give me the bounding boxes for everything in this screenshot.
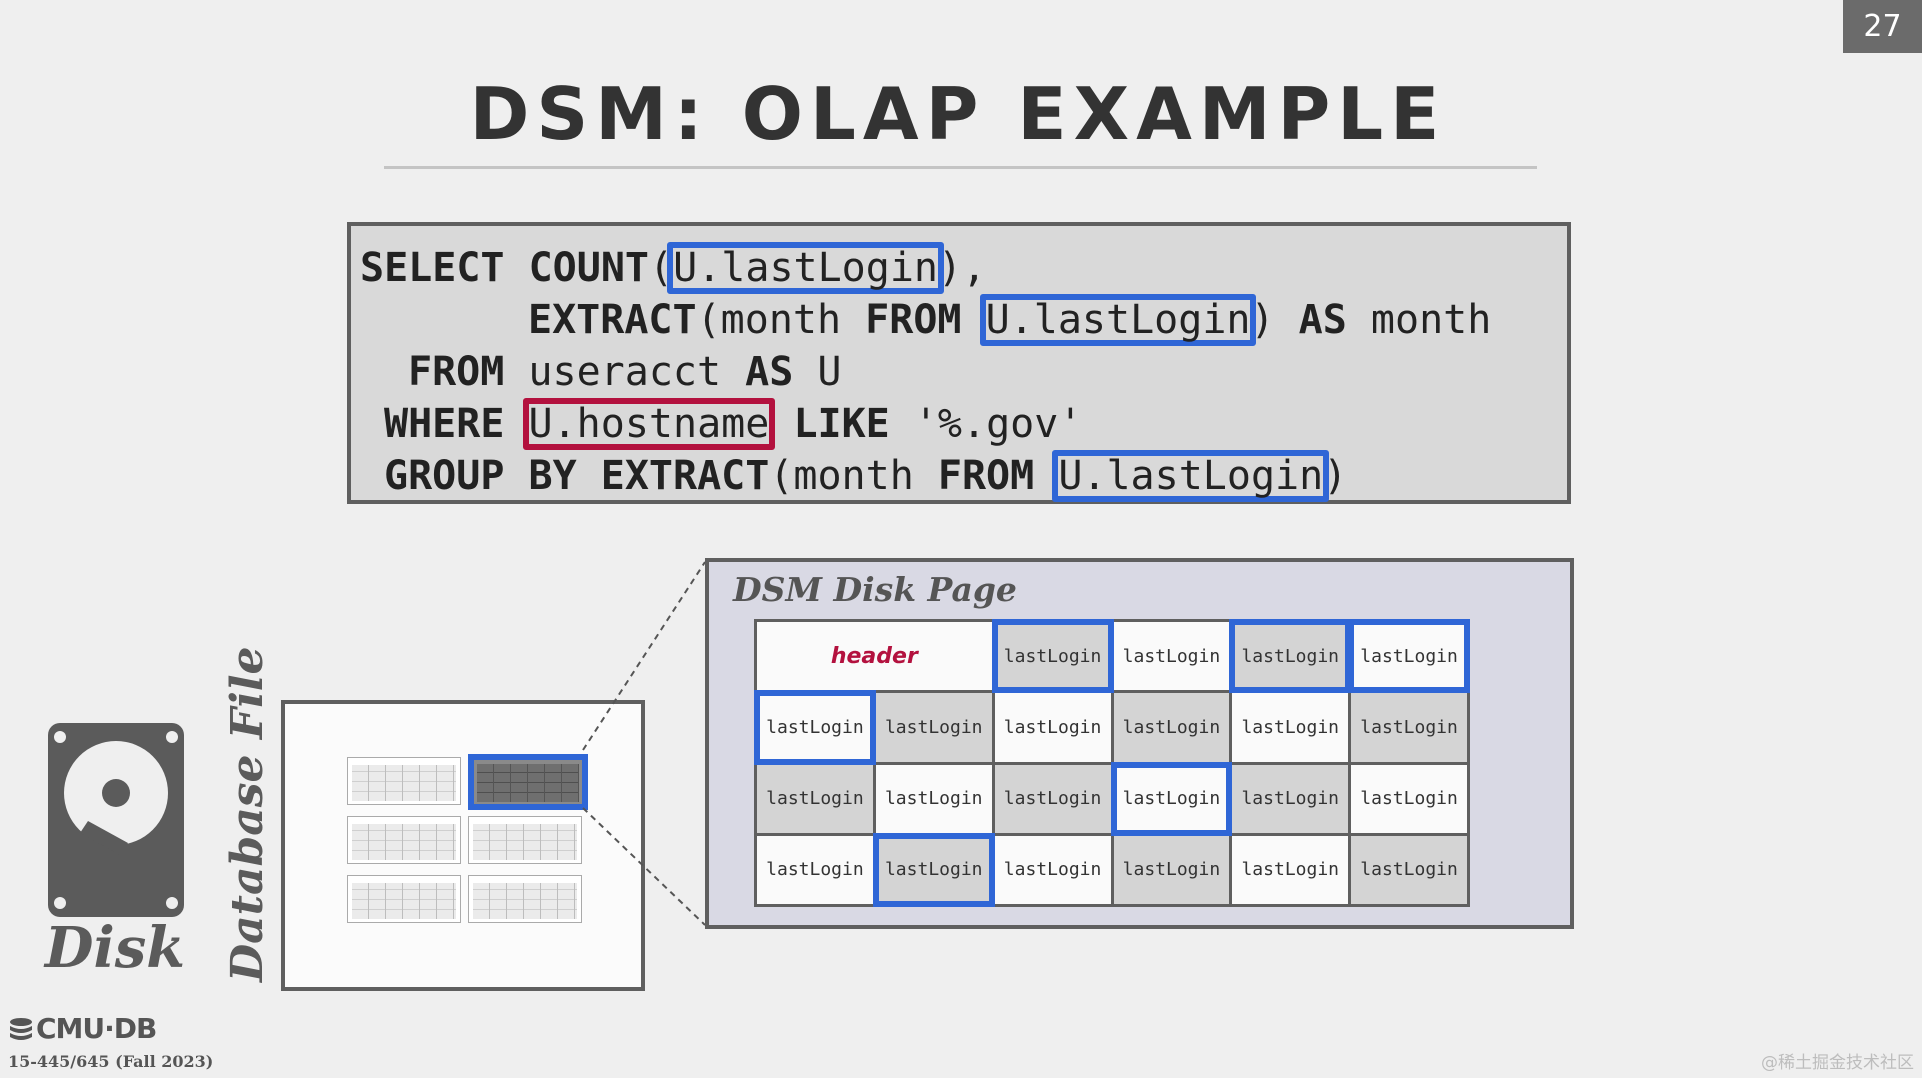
mini-page bbox=[347, 816, 461, 864]
sql-keyword: FROM bbox=[408, 349, 505, 395]
mini-page bbox=[468, 875, 582, 923]
lastlogin-column-highlight: U.lastLogin bbox=[667, 242, 945, 294]
lastlogin-cell: lastLogin bbox=[1351, 764, 1467, 833]
sql-line-3: FROM useracct AS U bbox=[408, 346, 842, 398]
lastlogin-cell: lastLogin bbox=[994, 693, 1111, 762]
lastlogin-cell: lastLogin bbox=[757, 764, 873, 833]
cmu-db-logo: CMU·DB bbox=[8, 1012, 157, 1045]
hostname-column-highlight: U.hostname bbox=[522, 398, 776, 450]
lastlogin-cell: lastLogin bbox=[1348, 618, 1470, 694]
sql-text: ) bbox=[1250, 297, 1275, 343]
sql-keyword: EXTRACT bbox=[528, 297, 697, 343]
sql-keyword: WHERE bbox=[384, 401, 505, 447]
sql-text: ), bbox=[938, 245, 987, 291]
watermark: @稀土掘金技术社区 bbox=[1761, 1053, 1914, 1073]
database-icon bbox=[10, 1018, 32, 1040]
dsm-page-title: DSM Disk Page bbox=[733, 570, 1017, 609]
sql-text: useracct bbox=[504, 349, 746, 395]
sql-keyword: AS bbox=[745, 349, 794, 395]
sql-text: '%.gov' bbox=[889, 401, 1083, 447]
page-header-cell: header bbox=[757, 622, 992, 691]
dsm-page-grid: header lastLogin lastLogin lastLogin las… bbox=[754, 618, 1470, 908]
dsm-disk-page: DSM Disk Page header lastLogin lastLogin… bbox=[705, 558, 1574, 929]
sql-keyword: GROUP BY EXTRACT bbox=[384, 453, 770, 499]
lastlogin-cell: lastLogin bbox=[1113, 693, 1230, 762]
hard-disk-icon bbox=[48, 723, 184, 917]
mini-page bbox=[347, 757, 461, 805]
lastlogin-column-highlight: U.lastLogin bbox=[979, 294, 1257, 346]
slide-number: 27 bbox=[1843, 0, 1922, 53]
sql-text: (month bbox=[696, 297, 866, 343]
sql-text: U bbox=[793, 349, 842, 395]
lastlogin-cell: lastLogin bbox=[991, 618, 1114, 694]
lastlogin-cell: lastLogin bbox=[1232, 693, 1349, 762]
slide-title: DSM: OLAP EXAMPLE bbox=[469, 72, 1447, 156]
sql-keyword: FROM bbox=[937, 453, 1035, 499]
lastlogin-cell: lastLogin bbox=[875, 693, 992, 762]
lastlogin-cell: lastLogin bbox=[1351, 835, 1467, 904]
course-label: 15-445/645 (Fall 2023) bbox=[8, 1052, 214, 1071]
sql-text: ) bbox=[1323, 453, 1348, 499]
sql-line-2: EXTRACT(month FROM U.lastLogin) AS month bbox=[528, 294, 1491, 346]
sql-keyword: LIKE bbox=[793, 401, 890, 447]
disk-label: Disk bbox=[44, 915, 186, 981]
sql-line-5: GROUP BY EXTRACT(month FROM U.lastLogin) bbox=[384, 450, 1347, 502]
lastlogin-cell: lastLogin bbox=[875, 764, 992, 833]
lastlogin-column-highlight: U.lastLogin bbox=[1052, 450, 1330, 502]
lastlogin-cell: lastLogin bbox=[1351, 693, 1467, 762]
sql-text: month bbox=[1346, 297, 1492, 343]
sql-line-4: WHERE U.hostname LIKE '%.gov' bbox=[384, 398, 1082, 450]
sql-text: (month bbox=[769, 453, 938, 499]
mini-page bbox=[468, 816, 582, 864]
sql-line-1: SELECT COUNT(U.lastLogin), bbox=[360, 242, 986, 294]
mini-page bbox=[347, 875, 461, 923]
lastlogin-cell: lastLogin bbox=[994, 835, 1111, 904]
lastlogin-cell: lastLogin bbox=[757, 835, 873, 904]
lastlogin-cell: lastLogin bbox=[872, 832, 995, 908]
lastlogin-cell: lastLogin bbox=[1113, 622, 1230, 691]
title-divider bbox=[384, 166, 1537, 169]
sql-keyword: FROM bbox=[865, 297, 962, 343]
lastlogin-cell: lastLogin bbox=[994, 764, 1111, 833]
sql-keyword: COUNT bbox=[528, 245, 650, 291]
sql-query-box: SELECT COUNT(U.lastLogin), EXTRACT(month… bbox=[347, 222, 1571, 504]
sql-keyword: SELECT bbox=[360, 245, 505, 291]
sql-keyword: AS bbox=[1298, 297, 1347, 343]
lastlogin-cell: lastLogin bbox=[1110, 761, 1233, 836]
lastlogin-cell: lastLogin bbox=[1113, 835, 1230, 904]
lastlogin-cell: lastLogin bbox=[1229, 618, 1352, 694]
logo-text: CMU·DB bbox=[36, 1012, 157, 1045]
lastlogin-cell: lastLogin bbox=[1232, 764, 1349, 833]
lastlogin-cell: lastLogin bbox=[1232, 835, 1349, 904]
mini-page-selected bbox=[468, 754, 588, 810]
lastlogin-cell: lastLogin bbox=[754, 690, 876, 765]
database-file-box bbox=[281, 700, 645, 991]
